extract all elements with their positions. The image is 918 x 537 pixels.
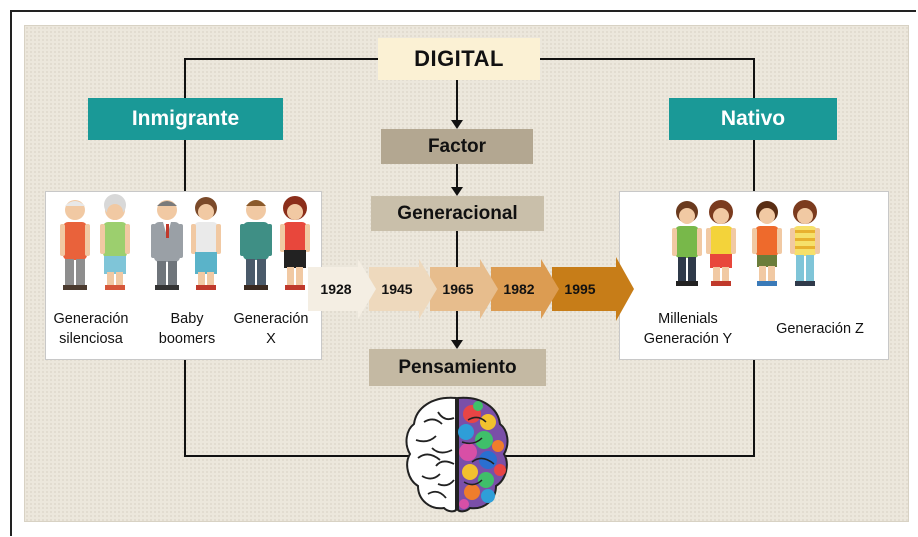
- connector-line: [456, 80, 458, 120]
- brain-color-patches: [458, 401, 506, 509]
- person-icon: [191, 197, 221, 290]
- connector-arrow: [451, 187, 463, 196]
- timeline-chevron: [552, 257, 634, 321]
- connector-arrow: [451, 340, 463, 349]
- person-icon: [790, 200, 820, 286]
- connector-arrow: [451, 120, 463, 129]
- timeline-chevron: [491, 259, 559, 319]
- timeline-chevron: [308, 259, 376, 319]
- factor-box: Factor: [381, 129, 533, 164]
- people-illustration: [60, 194, 310, 290]
- connector-line: [456, 164, 458, 188]
- timeline-chevron: [430, 259, 498, 319]
- person-icon: [60, 200, 90, 290]
- generation-label: Generación Z: [776, 321, 864, 337]
- people-illustration: [672, 200, 820, 286]
- digital-box: DIGITAL: [378, 38, 540, 80]
- pensamiento-box: Pensamiento: [369, 349, 546, 386]
- brain-illustration: [405, 396, 509, 513]
- person-icon: [752, 201, 782, 286]
- generacional-box: Generacional: [371, 196, 544, 231]
- timeline-year: 1982: [503, 281, 534, 297]
- person-icon: [280, 196, 310, 290]
- person-icon: [672, 201, 702, 286]
- timeline-chevron: [369, 259, 437, 319]
- timeline-year: 1945: [381, 281, 412, 297]
- inmigrante-heading: Inmigrante: [88, 98, 283, 140]
- timeline-year: 1928: [320, 281, 351, 297]
- timeline-chevrons: 1995 1982 1965 1945 1928: [308, 257, 634, 321]
- person-icon: [240, 200, 272, 290]
- timeline-arrow: 1995 1982 1965 1945 1928: [308, 257, 634, 321]
- person-icon: [706, 200, 736, 286]
- timeline-year: 1995: [564, 281, 595, 297]
- timeline-year: 1965: [442, 281, 473, 297]
- person-icon: [151, 200, 183, 290]
- nativo-heading: Nativo: [669, 98, 837, 140]
- person-icon: [100, 194, 130, 290]
